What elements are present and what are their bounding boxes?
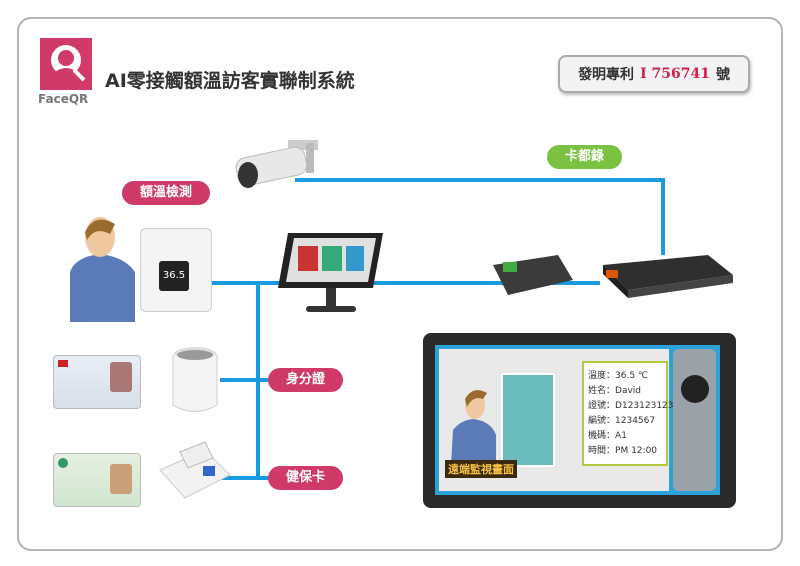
card-recorder-device xyxy=(603,255,733,298)
info-row-id: 證號：D123123123 xyxy=(588,401,674,411)
monitor-screen xyxy=(435,345,720,495)
id-card-line xyxy=(220,283,260,382)
faceqr-logo xyxy=(40,38,92,90)
info-row-number: 編號：1234567 xyxy=(588,416,656,426)
id-card-reader xyxy=(172,347,218,412)
monitor xyxy=(423,333,736,508)
health-card-image xyxy=(53,453,141,507)
controller-device xyxy=(493,255,573,295)
info-row-temperature: 溫度：36.5 ℃ xyxy=(588,371,649,381)
patent-number: I 756741 xyxy=(640,66,710,82)
monitor-caption: 遠端監視畫面 xyxy=(445,460,517,478)
frame-border xyxy=(17,17,783,551)
touch-kiosk xyxy=(278,233,383,312)
info-row-time: 時間：PM 12:00 xyxy=(588,446,658,456)
label-temperature: 額溫檢測 xyxy=(122,181,211,205)
info-row-machine: 機碼：A1 xyxy=(588,431,627,441)
thermometer-device: 36.5 xyxy=(140,228,212,312)
patent-prefix: 發明專利 xyxy=(578,67,635,83)
label-id-card: 身分證 xyxy=(268,368,344,392)
patent-badge: 發明專利 I 756741 號 xyxy=(558,55,750,93)
face-icon xyxy=(51,45,86,82)
info-row-name: 姓名：David xyxy=(588,386,642,396)
security-camera xyxy=(235,140,318,188)
thermometer-reading: 36.5 xyxy=(159,261,189,291)
id-card-image xyxy=(53,355,141,409)
camera-line xyxy=(295,178,665,255)
page-title: AI零接觸額溫訪客實聯制系統 xyxy=(105,70,355,92)
label-recorder: 卡都錄 xyxy=(547,145,623,169)
patent-suffix: 號 xyxy=(715,67,730,83)
label-health-card: 健保卡 xyxy=(268,466,344,490)
visitor-person xyxy=(70,217,135,322)
logo-text: FaceQR xyxy=(38,92,89,106)
visitor-info-panel: 溫度：36.5 ℃ 姓名：David 證號：D123123123 編號：1234… xyxy=(582,361,674,466)
health-card-reader xyxy=(159,441,231,499)
